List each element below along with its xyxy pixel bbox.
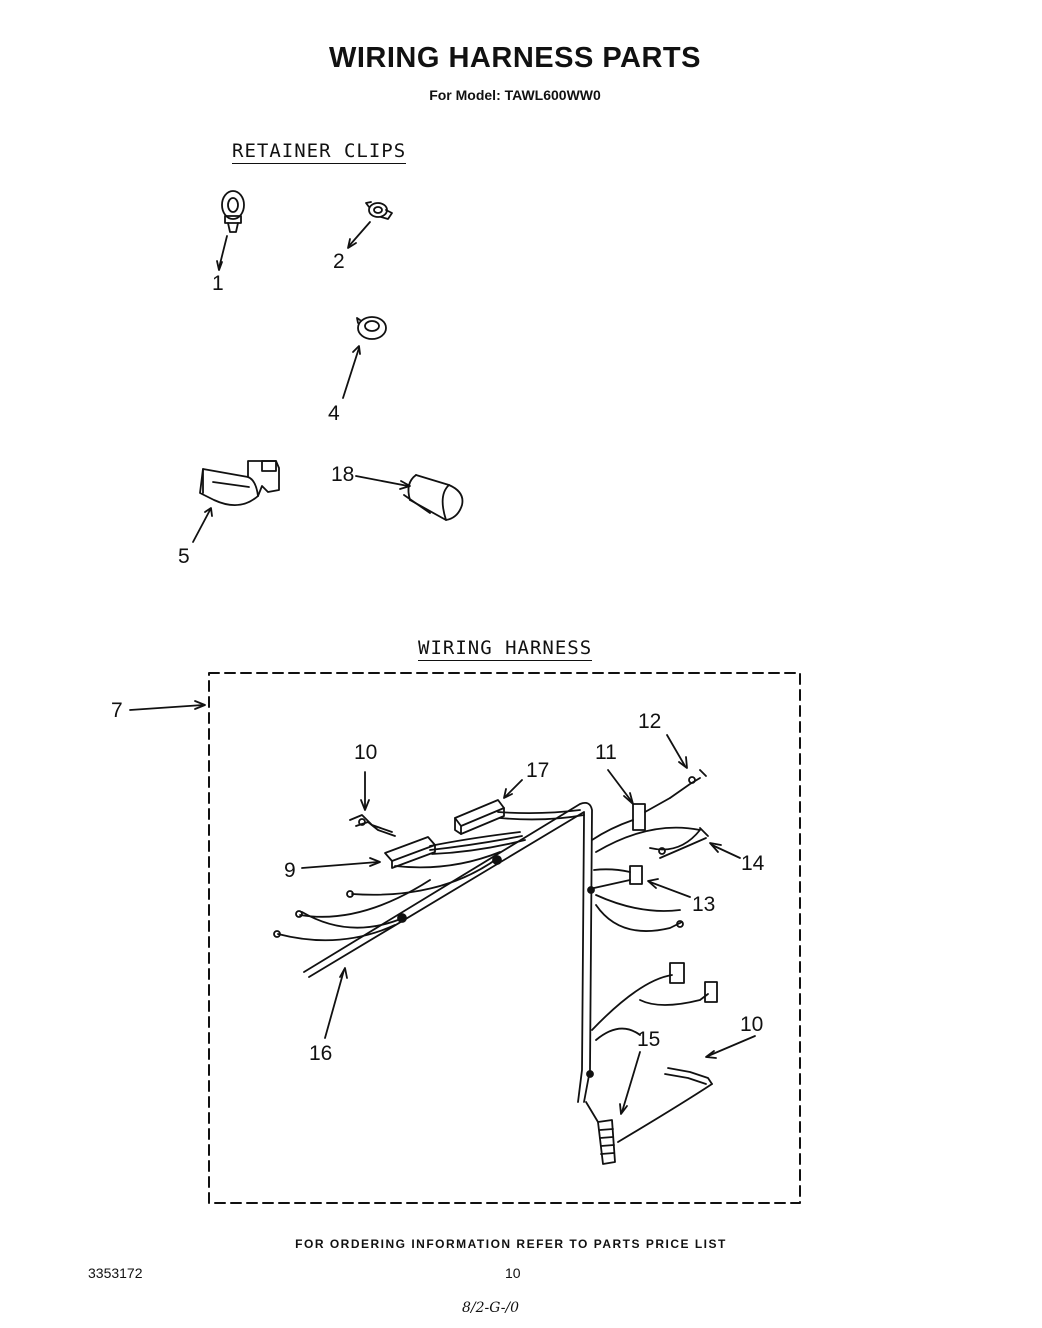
callout-4: 4 [328, 402, 340, 425]
left-wire-leads [273, 857, 499, 942]
clip-5-drawing [192, 460, 280, 543]
clip-18-drawing [355, 474, 464, 521]
part-9-drawing [384, 831, 526, 869]
model-line: For Model: TAWL600WW0 [429, 87, 601, 103]
callout-16: 16 [309, 1042, 333, 1065]
callout-12: 12 [638, 710, 662, 733]
wiring-harness-heading: WIRING HARNESS [418, 637, 593, 661]
callout-7: 7 [111, 699, 123, 722]
clip-4-drawing [342, 316, 387, 399]
callout-17: 17 [526, 759, 550, 782]
callout-2: 2 [333, 250, 345, 273]
callout-1: 1 [212, 272, 224, 295]
page-number: 10 [505, 1265, 521, 1281]
clip-2-drawing [347, 201, 393, 249]
part-15-drawing [585, 1051, 641, 1165]
page-title: WIRING HARNESS PARTS [329, 42, 701, 74]
part-10-bottom-drawing [617, 1035, 756, 1143]
handwritten-note: 8/2-G-/0 [462, 1300, 520, 1316]
callout-11: 11 [595, 741, 617, 764]
callout-9: 9 [284, 859, 296, 882]
callout-13: 13 [692, 893, 716, 916]
clip-1-drawing [216, 190, 245, 271]
callout-14: 14 [741, 852, 765, 875]
part-17-drawing [454, 779, 585, 835]
part-10-top-drawing [349, 771, 396, 837]
retainer-clips-heading: RETAINER CLIPS [232, 140, 407, 164]
ordering-note: FOR ORDERING INFORMATION REFER TO PARTS … [295, 1237, 727, 1251]
callout-18: 18 [331, 463, 355, 486]
document-number: 3353172 [88, 1265, 143, 1281]
callout-5: 5 [178, 545, 190, 568]
callout-15: 15 [637, 1028, 661, 1051]
right-branches [591, 734, 741, 932]
harness-trunk [303, 801, 595, 1103]
lower-right-branches [591, 962, 718, 1041]
callout-10-top: 10 [354, 741, 378, 764]
callout-10-bottom: 10 [740, 1013, 764, 1036]
